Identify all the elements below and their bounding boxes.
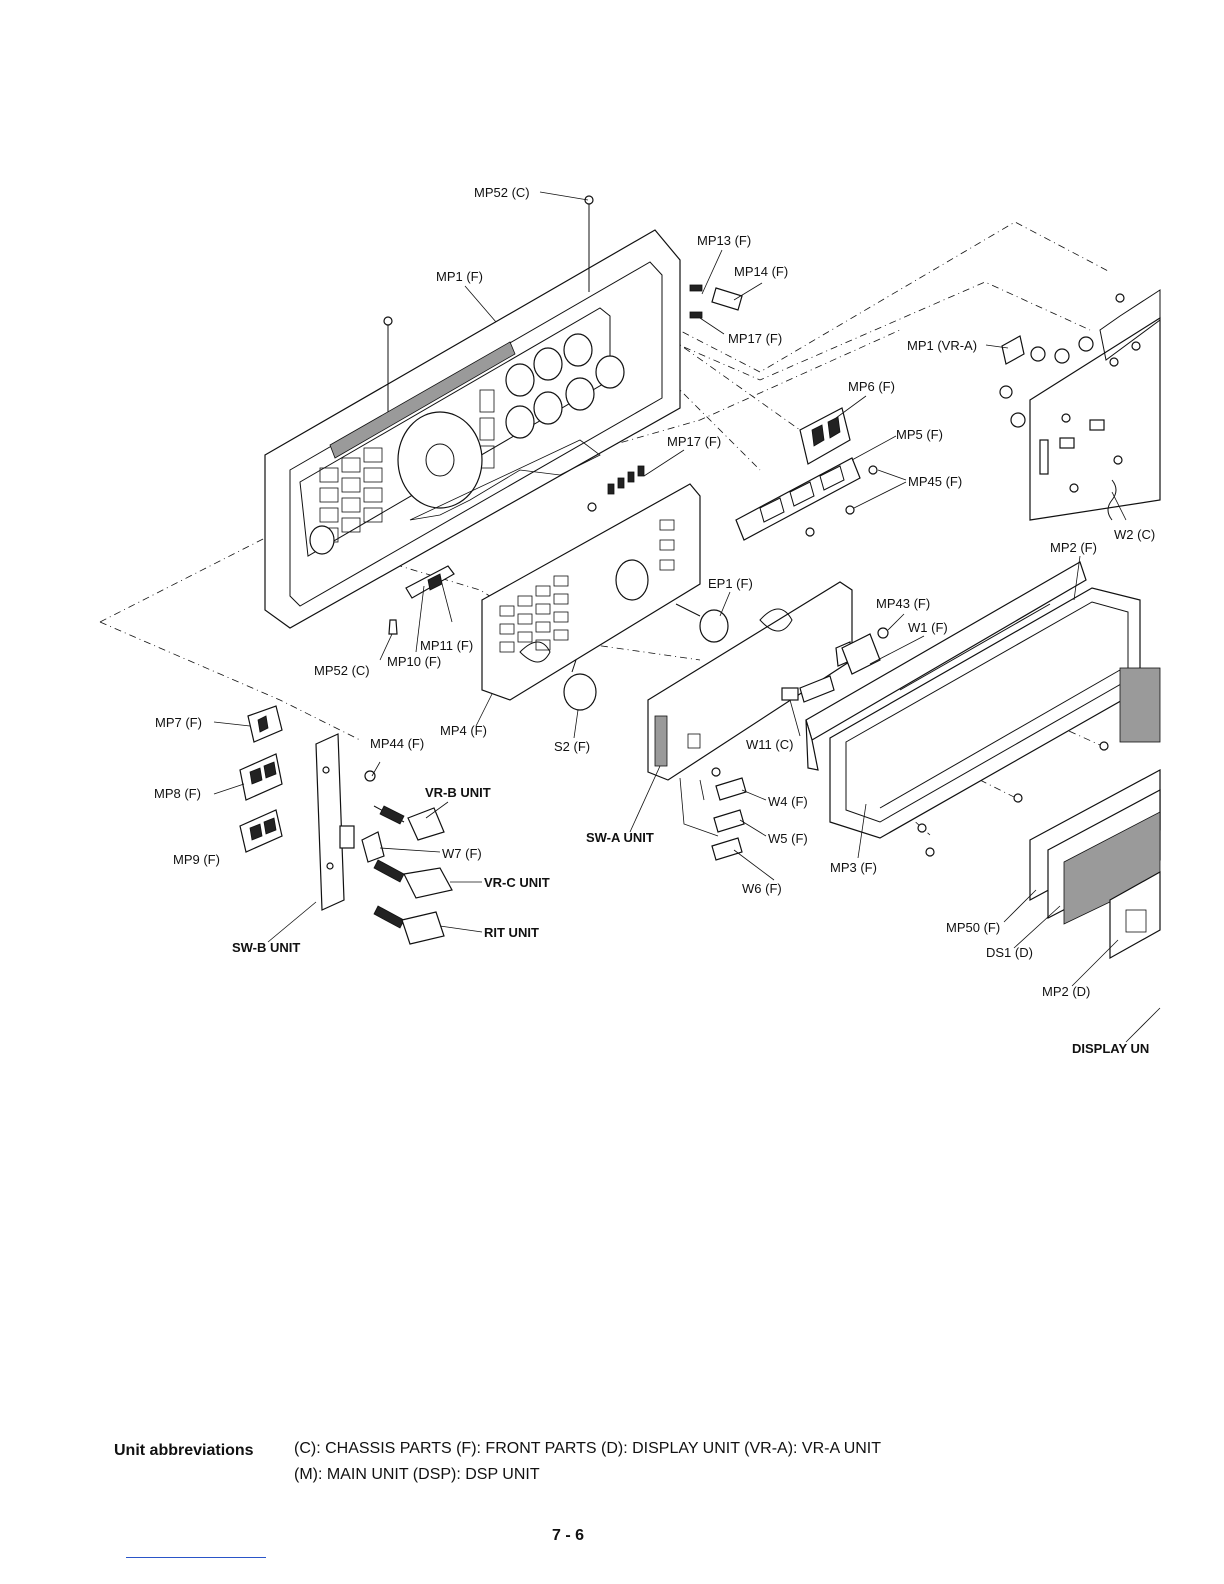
label-mp3: MP3 (F) — [830, 860, 877, 875]
label-mp50: MP50 (F) — [946, 920, 1000, 935]
label-mp17-top: MP17 (F) — [728, 331, 782, 346]
sw-b-unit-parts — [239, 705, 355, 911]
legend-line-1: (C): CHASSIS PARTS (F): FRONT PARTS (D):… — [294, 1440, 882, 1457]
label-s2: S2 (F) — [554, 739, 590, 754]
sub-panel-mp4 — [481, 483, 701, 701]
label-mp43: MP43 (F) — [876, 596, 930, 611]
label-mp8: MP8 (F) — [154, 786, 201, 801]
label-w2: W2 (C) — [1114, 527, 1155, 542]
label-mp2-f: MP2 (F) — [1050, 540, 1097, 555]
label-mp9: MP9 (F) — [173, 852, 220, 867]
ep1-and-s2-parts — [563, 603, 729, 711]
label-mp45: MP45 (F) — [908, 474, 962, 489]
label-mp4: MP4 (F) — [440, 723, 487, 738]
legend-title: Unit abbreviations — [114, 1442, 254, 1459]
label-sw-a-unit: SW-A UNIT — [586, 830, 654, 845]
label-vrb-unit: VR-B UNIT — [425, 785, 491, 800]
label-ep1: EP1 (F) — [708, 576, 753, 591]
label-w6: W6 (F) — [742, 881, 782, 896]
sub-panel-key-holes — [499, 519, 675, 653]
page-number: 7 - 6 — [552, 1527, 585, 1544]
label-vrc-unit: VR-C UNIT — [484, 875, 550, 890]
leader-lines — [213, 191, 1161, 1043]
display-unit-stack — [1029, 768, 1161, 960]
label-mp11: MP11 (F) — [420, 638, 473, 653]
label-w1: W1 (F) — [908, 620, 948, 635]
label-mp7: MP7 (F) — [155, 715, 202, 730]
connector-mp6-mp5 — [735, 407, 861, 541]
label-w11: W11 (C) — [746, 737, 793, 752]
label-mp1-f: MP1 (F) — [436, 269, 483, 284]
label-mp14: MP14 (F) — [734, 264, 788, 279]
label-w4: W4 (F) — [768, 794, 808, 809]
label-mp10: MP10 (F) — [387, 654, 441, 669]
label-mp5: MP5 (F) — [896, 427, 943, 442]
footnote-rule — [126, 1557, 266, 1558]
label-mp17-mid: MP17 (F) — [667, 434, 721, 449]
label-mp13: MP13 (F) — [697, 233, 751, 248]
front-panel-mp1 — [264, 229, 681, 629]
label-mp44: MP44 (F) — [370, 736, 424, 751]
label-rit-unit: RIT UNIT — [484, 925, 539, 940]
vr-a-board — [999, 289, 1161, 521]
label-display-unit: DISPLAY UN — [1072, 1041, 1149, 1056]
label-mp6: MP6 (F) — [848, 379, 895, 394]
label-mp52-top: MP52 (C) — [474, 185, 530, 200]
label-mp2-d: MP2 (D) — [1042, 984, 1090, 999]
vr-units — [361, 805, 453, 945]
part-labels: MP52 (C) MP1 (F) MP13 (F) MP14 (F) MP17 … — [154, 185, 1155, 1056]
display-housing — [805, 561, 1161, 839]
flat-cables — [679, 777, 747, 861]
legend-line-2: (M): MAIN UNIT (DSP): DSP UNIT — [294, 1466, 540, 1483]
label-sw-b-unit: SW-B UNIT — [232, 940, 300, 955]
label-w5: W5 (F) — [768, 831, 808, 846]
label-ds1: DS1 (D) — [986, 945, 1033, 960]
bracket-mp10-mp11 — [405, 565, 455, 599]
label-mp1-vra: MP1 (VR-A) — [907, 338, 977, 353]
label-w7: W7 (F) — [442, 846, 482, 861]
label-mp52-bottom: MP52 (C) — [314, 663, 370, 678]
